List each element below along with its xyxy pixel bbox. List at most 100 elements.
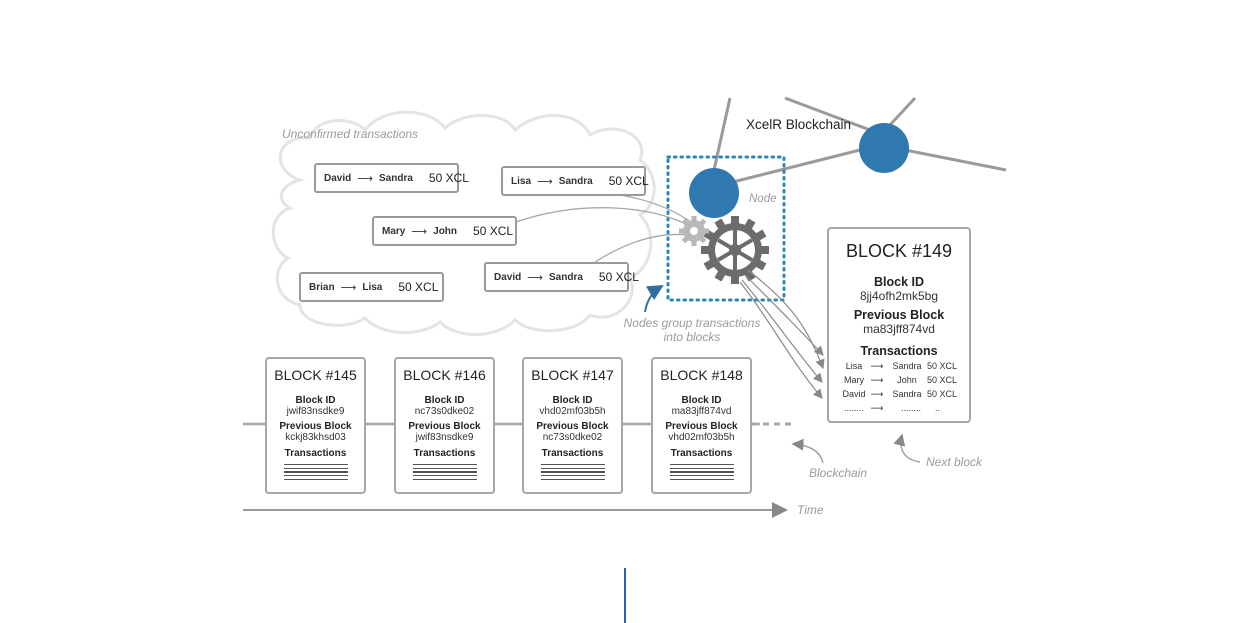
tx-amount: 50 XCL — [927, 361, 958, 371]
block-id-value: jwif83nsdke9 — [286, 406, 345, 417]
tx-from: ........ — [843, 403, 864, 413]
previous-block-value: vhd02mf03b5h — [668, 432, 735, 443]
list-item: ........ ⟶ ........ .. — [841, 403, 969, 414]
tx-amount: 50 XCL — [473, 224, 514, 238]
previous-block-label: Previous Block — [665, 421, 738, 432]
tx-to: ........ — [900, 403, 921, 413]
block-id-label: Block ID — [681, 395, 722, 406]
tx-from: Lisa — [511, 175, 532, 187]
previous-block-value: kckj83khsd03 — [285, 432, 346, 443]
arrow-right-icon: ⟶ — [870, 403, 884, 413]
previous-block-label: Previous Block — [536, 421, 609, 432]
tx-to: Sandra — [558, 175, 593, 187]
gear-icon — [701, 216, 769, 284]
arrow-right-icon: ⟶ — [357, 172, 374, 185]
transaction-box: David ⟶ Sandra 50 XCL — [314, 163, 469, 193]
block-id-label: Block ID — [424, 395, 465, 406]
nodes-group-arrow — [644, 284, 664, 313]
diagram-title: XcelR Blockchain — [746, 117, 852, 132]
arrow-right-icon: ⟶ — [870, 375, 884, 385]
previous-block-label: Previous Block — [279, 421, 352, 432]
previous-block-value: jwif83nsdke9 — [415, 432, 474, 443]
transaction-lines — [412, 464, 477, 480]
next-block-card: BLOCK #149 Block ID 8jj4ofh2mk5bg Previo… — [827, 227, 971, 423]
tx-from: Mary — [844, 375, 864, 385]
arrow-right-icon: ⟶ — [870, 361, 884, 371]
list-item: Lisa ⟶ Sandra 50 XCL — [841, 361, 969, 372]
nodes-group-caption-line2: into blocks — [663, 330, 721, 344]
previous-block-value: nc73s0dke02 — [542, 432, 603, 443]
transaction-box: Lisa ⟶ Sandra 50 XCL — [501, 166, 649, 196]
transaction-box: Mary ⟶ John 50 XCL — [372, 216, 517, 246]
tx-from: David — [494, 271, 522, 283]
arrow-right-icon: ⟶ — [870, 389, 884, 399]
block-title: BLOCK #146 — [403, 367, 486, 383]
transaction-lines — [669, 464, 734, 480]
block-id-value: ma83jff874vd — [671, 406, 732, 417]
block-title: BLOCK #145 — [274, 367, 357, 383]
blockchain-caption: Blockchain — [809, 466, 868, 480]
block-card: BLOCK #146 Block ID nc73s0dke02 Previous… — [394, 357, 495, 494]
transactions-label: Transactions — [860, 344, 938, 358]
tx-amount: 50 XCL — [927, 375, 958, 385]
tx-amount: 50 XCL — [927, 389, 958, 399]
list-item: Mary ⟶ John 50 XCL — [841, 375, 969, 386]
block-id-value: nc73s0dke02 — [414, 406, 475, 417]
arrow-right-icon: ⟶ — [411, 225, 428, 238]
tx-to: John — [433, 225, 458, 237]
block-id-label: Block ID — [552, 395, 593, 406]
transactions-label: Transactions — [413, 448, 476, 459]
next-block-caption-arrow — [893, 433, 921, 463]
block-id-label: Block ID — [873, 275, 924, 289]
next-block-transactions: Lisa ⟶ Sandra 50 XCL Mary ⟶ John 50 XCL … — [829, 361, 969, 414]
arrow-right-icon: ⟶ — [527, 271, 544, 284]
transaction-lines — [283, 464, 348, 480]
tx-to: Sandra — [379, 172, 413, 184]
block-title: BLOCK #149 — [845, 241, 953, 261]
network-node-circle — [859, 123, 909, 173]
transaction-box: David ⟶ Sandra 50 XCL — [484, 262, 639, 292]
tx-amount: 50 XCL — [608, 174, 649, 188]
time-caption: Time — [797, 503, 824, 517]
block-id-value: vhd02mf03b5h — [539, 406, 606, 417]
block-title: BLOCK #148 — [660, 367, 743, 383]
tx-from: David — [324, 172, 352, 184]
tx-to: John — [897, 375, 917, 385]
nodes-group-caption: Nodes group transactions into blocks — [622, 316, 762, 344]
transaction-lines — [540, 464, 605, 480]
tx-amount: 50 XCL — [598, 270, 639, 284]
node-circle — [689, 168, 739, 218]
node-dotted-box — [666, 155, 786, 302]
next-block-caption: Next block — [926, 455, 983, 469]
tx-to: Sandra — [549, 271, 583, 283]
block-id-label: Block ID — [295, 395, 336, 406]
block-title: BLOCK #147 — [531, 367, 614, 383]
unconfirmed-caption: Unconfirmed transactions — [282, 127, 419, 141]
block-card: BLOCK #148 Block ID ma83jff874vd Previou… — [651, 357, 752, 494]
tx-amount: .. — [935, 403, 941, 413]
arrow-right-icon: ⟶ — [340, 281, 357, 294]
small-gear-icon — [679, 216, 709, 246]
tx-to: Sandra — [892, 361, 922, 371]
tx-from: Brian — [309, 281, 335, 293]
transaction-curves — [515, 194, 696, 263]
tx-to: Sandra — [892, 389, 922, 399]
tx-amount: 50 XCL — [398, 280, 439, 294]
tx-from: Mary — [382, 225, 406, 237]
tx-from: Lisa — [845, 361, 863, 371]
block-id-value: 8jj4ofh2mk5bg — [859, 289, 939, 303]
previous-block-label: Previous Block — [408, 421, 481, 432]
transaction-box: Brian ⟶ Lisa 50 XCL — [299, 272, 444, 302]
transactions-label: Transactions — [284, 448, 347, 459]
tx-from: David — [842, 389, 866, 399]
tx-to: Lisa — [362, 281, 383, 293]
network-links — [712, 96, 1007, 184]
to-next-block-arrows — [739, 269, 825, 399]
previous-block-value: ma83jff874vd — [863, 322, 935, 336]
arrow-right-icon: ⟶ — [537, 175, 553, 188]
node-caption: Node — [749, 193, 777, 205]
nodes-group-caption-line1: Nodes group transactions — [623, 316, 761, 330]
block-card: BLOCK #147 Block ID vhd02mf03b5h Previou… — [522, 357, 623, 494]
block-card: BLOCK #145 Block ID jwif83nsdke9 Previou… — [265, 357, 366, 494]
